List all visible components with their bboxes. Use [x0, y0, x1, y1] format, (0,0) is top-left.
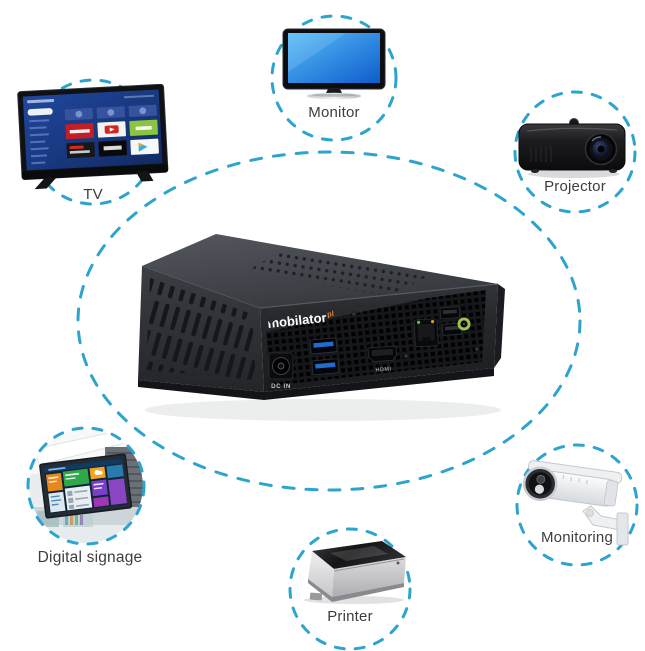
digital-signage-icon: [29, 429, 143, 543]
brand-suffix-text: pl: [327, 309, 335, 319]
node-label-digital-signage: Digital signage: [37, 549, 143, 566]
node-label-printer: Printer: [327, 608, 373, 625]
dc-in-label: DC IN: [271, 383, 291, 390]
monitor-icon: [282, 28, 386, 100]
ethernet-port: [413, 318, 439, 348]
hdmi-port: HDMI: [367, 345, 397, 374]
hdmi-label: HDMI: [375, 366, 391, 373]
node-monitoring: Monitoring: [515, 443, 639, 567]
panel-screws: [268, 311, 480, 359]
lan-led-green: [417, 320, 421, 324]
node-monitor: Monitor: [270, 14, 398, 142]
brand-logo: mobilatorpl: [267, 309, 335, 331]
lan-led-amber: [431, 320, 435, 324]
pc-shadow: [145, 399, 501, 421]
node-tv: TV: [17, 78, 169, 206]
dc-in-port: DC IN: [268, 352, 294, 390]
usb2-ports: [439, 306, 463, 336]
audio-jack: [457, 317, 471, 331]
node-printer: Printer: [288, 527, 412, 651]
pc-side-vents: [146, 278, 256, 380]
pc-bottom-lip: [138, 368, 494, 400]
mini-pc-image: mobilatorpl DC IN HDMI: [138, 234, 505, 421]
pc-right-sliver: [494, 284, 505, 368]
signage-screen: [39, 453, 133, 519]
brand-text: mobilator: [267, 310, 327, 331]
monitoring-camera-icon: [522, 460, 629, 546]
tv-icon: [17, 84, 169, 190]
node-label-tv: TV: [83, 186, 103, 203]
node-digital-signage: [26, 426, 146, 546]
printer-icon: [304, 541, 406, 604]
pc-top-vents: [245, 250, 430, 296]
node-projector: Projector: [513, 90, 637, 214]
node-label-projector: Projector: [544, 178, 606, 195]
node-label-monitoring: Monitoring: [540, 529, 614, 546]
mini-pc: mobilatorpl DC IN HDMI: [128, 228, 512, 434]
projector-icon: [518, 118, 626, 178]
usb3-ports: [309, 337, 340, 376]
node-label-monitor: Monitor: [308, 104, 360, 121]
